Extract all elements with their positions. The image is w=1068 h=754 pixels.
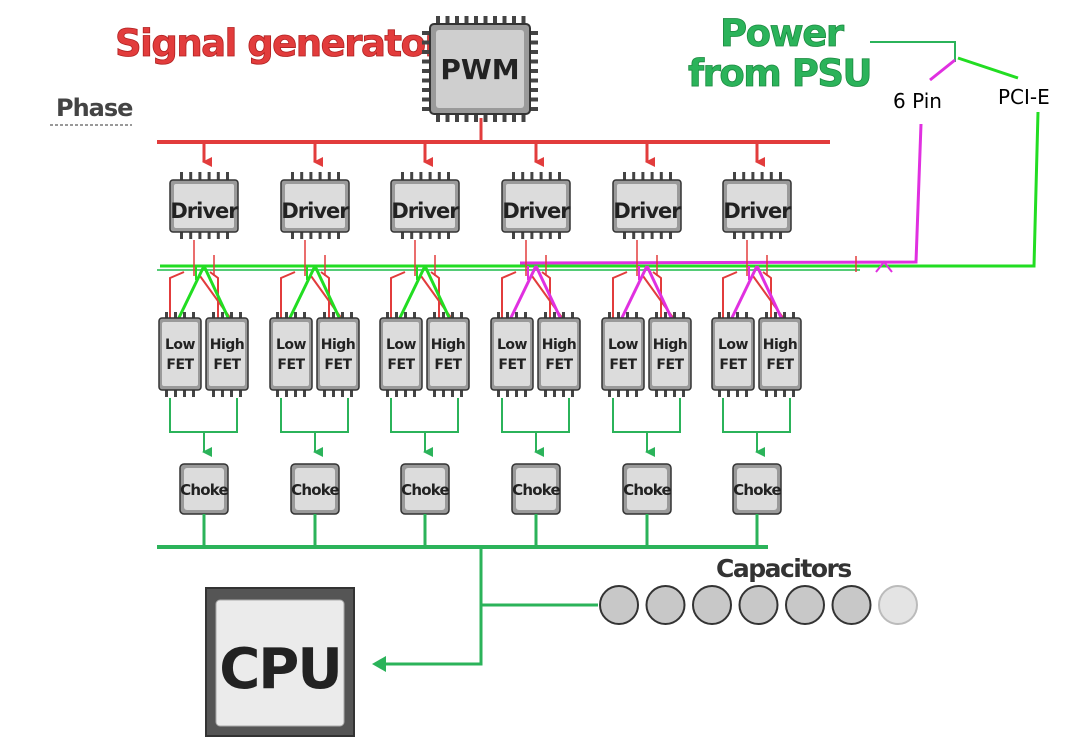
driver-chip: Driver: [722, 172, 793, 239]
power-label-line2: from PSU: [688, 52, 871, 95]
low-fet-label-bottom: FET: [166, 357, 194, 373]
low-fet-label-bottom: FET: [498, 357, 526, 373]
high-fet-label-bottom: FET: [545, 357, 573, 373]
driver-chip: Driver: [612, 172, 683, 239]
psu-wire: [870, 41, 956, 62]
choke: Choke: [179, 463, 229, 515]
high-fet-label-bottom: FET: [766, 357, 794, 373]
choke-label: Choke: [733, 481, 781, 499]
choke: Choke: [290, 463, 340, 515]
low-fet-label-top: Low: [276, 337, 307, 353]
phase-label: Phase: [56, 94, 133, 122]
low-fet-label-bottom: FET: [387, 357, 415, 373]
capacitor: [645, 585, 686, 625]
high-fet-label-bottom: FET: [656, 357, 684, 373]
driver-label: Driver: [281, 199, 350, 223]
driver-chip: Driver: [390, 172, 461, 239]
capacitor: [692, 585, 732, 625]
capacitors-label: Capacitors: [716, 554, 851, 583]
choke: Choke: [511, 463, 561, 515]
driver-chip: Driver: [280, 172, 351, 239]
capacitor: [785, 585, 825, 625]
choke-label: Choke: [291, 481, 339, 499]
driver-chip: Driver: [501, 172, 572, 239]
choke: Choke: [400, 463, 450, 515]
six-pin-wire: [519, 123, 923, 265]
capacitor: [878, 585, 918, 625]
low-fet-label-top: Low: [386, 337, 417, 353]
capacitor-row: [599, 585, 918, 625]
high-fet-label-top: High: [763, 337, 798, 353]
capacitor: [831, 585, 872, 625]
pwm-pins: [422, 16, 538, 122]
psu-wire-magenta: [929, 58, 956, 82]
cpu-label: CPU: [219, 637, 341, 702]
capacitor: [738, 585, 779, 625]
low-fet-label-bottom: FET: [609, 357, 637, 373]
cpu-feed-line: [382, 547, 483, 666]
low-fet-label-top: Low: [497, 337, 528, 353]
phases: DriverLowFETHighFETChokeDriverLowFETHigh…: [158, 142, 802, 547]
pcie-wire: [160, 111, 1040, 268]
capacitor: [599, 585, 639, 625]
psu-wire-green: [957, 56, 1019, 80]
driver-chip: Driver: [169, 172, 240, 239]
power-bus-arrow: [875, 260, 893, 273]
choke: Choke: [622, 463, 672, 515]
cpu-arrow-head: [372, 656, 386, 672]
signal-generator-label: Signal generator: [115, 22, 444, 65]
low-fet-label-bottom: FET: [719, 357, 747, 373]
low-fet-label-top: Low: [608, 337, 639, 353]
driver-label: Driver: [391, 199, 460, 223]
high-fet-label-top: High: [653, 337, 688, 353]
low-fet-label-top: Low: [718, 337, 749, 353]
choke-label: Choke: [623, 481, 671, 499]
high-fet-label-bottom: FET: [434, 357, 462, 373]
six-pin-label: 6 Pin: [893, 89, 942, 113]
high-fet-label-bottom: FET: [324, 357, 352, 373]
pcie-label: PCI-E: [998, 85, 1050, 109]
choke: Choke: [732, 463, 782, 515]
driver-label: Driver: [723, 199, 792, 223]
driver-label: Driver: [502, 199, 571, 223]
high-fet-label-top: High: [542, 337, 577, 353]
power-label-line1: Power: [720, 12, 845, 55]
choke-label: Choke: [401, 481, 449, 499]
low-fet-label-top: Low: [165, 337, 196, 353]
high-fet-label-bottom: FET: [213, 357, 241, 373]
pwm-label: PWM: [440, 53, 519, 86]
low-fet-label-bottom: FET: [277, 357, 305, 373]
high-fet-label-top: High: [321, 337, 356, 353]
cpu-chip: CPU: [205, 587, 355, 737]
pwm-chip: PWM: [422, 16, 538, 122]
driver-label: Driver: [613, 199, 682, 223]
high-fet-label-top: High: [431, 337, 466, 353]
high-fet-label-top: High: [210, 337, 245, 353]
driver-label: Driver: [170, 199, 239, 223]
choke-label: Choke: [512, 481, 560, 499]
choke-label: Choke: [180, 481, 228, 499]
